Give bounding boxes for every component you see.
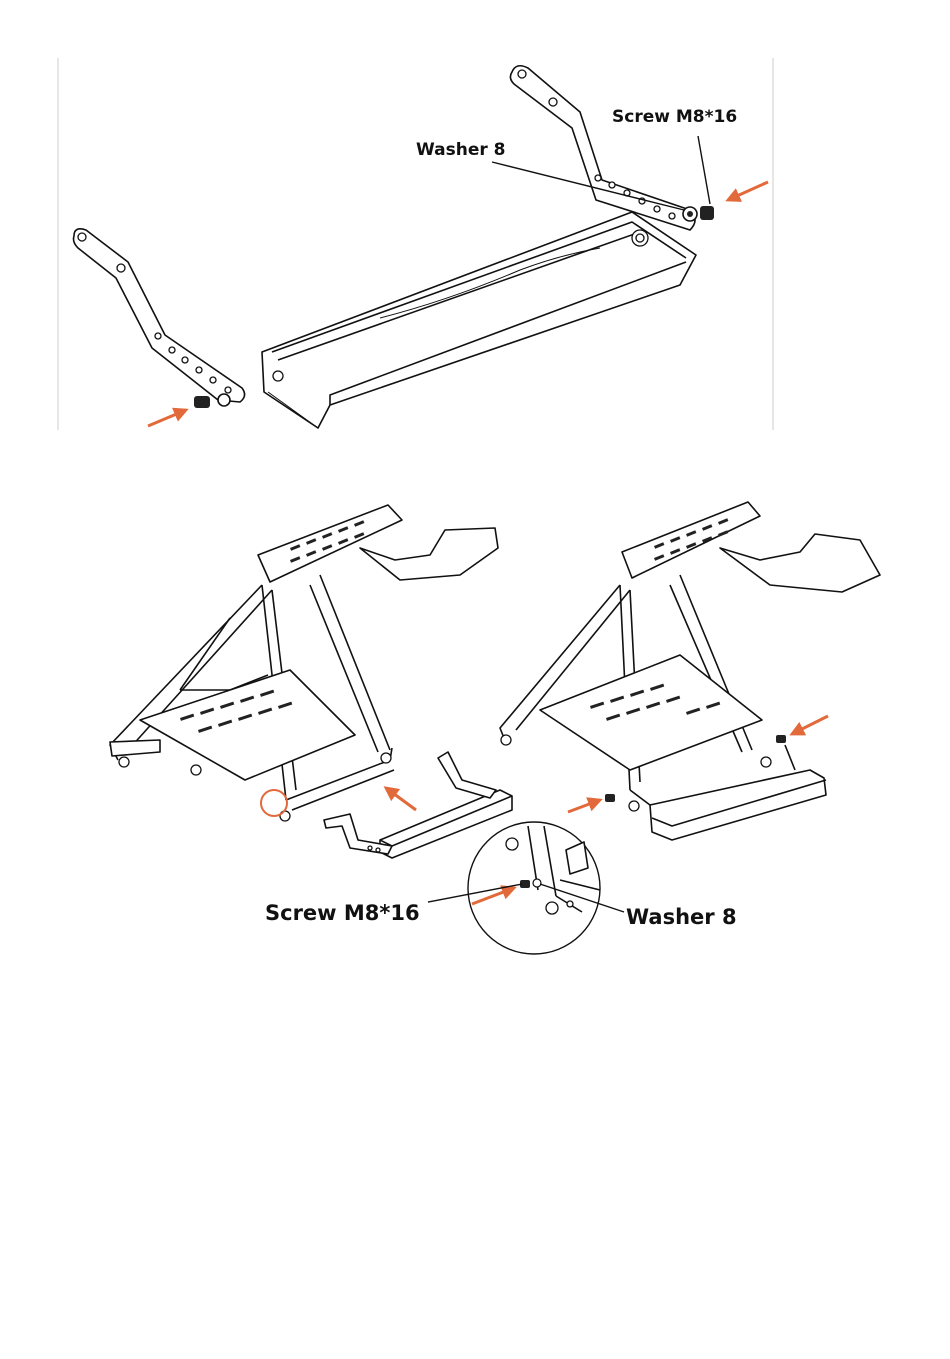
screw-icon bbox=[683, 206, 714, 221]
floor-crossbar bbox=[324, 752, 512, 858]
highlight-circle-icon bbox=[261, 790, 287, 816]
screw-icon bbox=[776, 735, 786, 743]
arrow-icon bbox=[568, 800, 600, 812]
leader-line bbox=[698, 136, 710, 204]
washer-icon bbox=[533, 879, 541, 887]
left-bracket-arm bbox=[74, 229, 245, 402]
washer-label-top: Washer 8 bbox=[416, 140, 506, 160]
footrest-tray bbox=[262, 212, 696, 428]
wheel-stand-left bbox=[110, 505, 498, 821]
arrow-icon bbox=[728, 182, 768, 200]
screw-label-bottom: Screw M8*16 bbox=[265, 901, 420, 925]
wheel-stand-right bbox=[500, 502, 880, 840]
arrow-icon bbox=[148, 410, 186, 426]
detail-zoom-circle bbox=[468, 822, 600, 954]
top-panel: Screw M8*16 Washer 8 bbox=[58, 58, 773, 430]
screw-icon bbox=[605, 794, 615, 802]
arrow-icon bbox=[386, 788, 416, 810]
bottom-panel: Screw M8*16 Washer 8 bbox=[110, 502, 880, 954]
washer-label-bottom: Washer 8 bbox=[626, 905, 737, 929]
screw-label-top: Screw M8*16 bbox=[612, 107, 737, 127]
arrow-icon bbox=[792, 716, 828, 734]
